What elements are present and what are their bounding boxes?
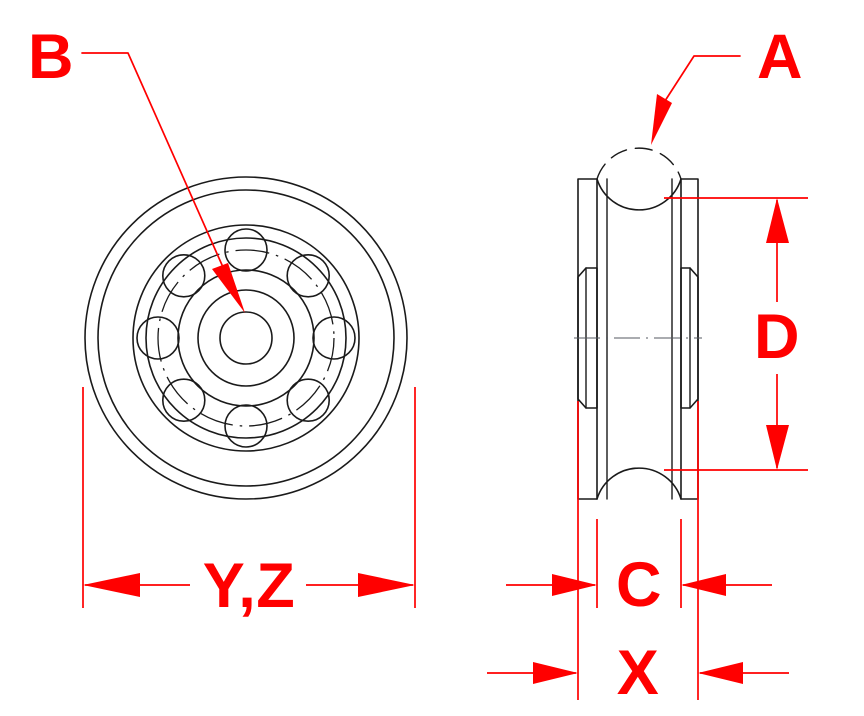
ball-8 — [162, 253, 206, 298]
callout-b-arrowhead — [212, 263, 245, 313]
dimension-x-arrow-right — [698, 662, 743, 684]
callout-b[interactable]: B — [28, 22, 245, 313]
ball-1 — [224, 228, 268, 272]
dimension-d[interactable]: D — [664, 197, 808, 471]
callout-b-leader-line — [81, 52, 235, 293]
dimension-yz[interactable]: Y,Z — [82, 387, 416, 621]
dimension-d-arrow-top — [766, 198, 789, 243]
dimension-label-d: D — [754, 302, 800, 372]
ball-6 — [162, 378, 206, 423]
dimension-c-arrow-right — [681, 574, 726, 596]
side-bottom-groove-arc — [596, 467, 682, 500]
dimension-yz-arrow-left — [83, 573, 140, 597]
callout-a-arrowhead — [651, 94, 672, 145]
callout-label-b: B — [28, 22, 74, 92]
front-outer-flange-circle — [84, 176, 408, 500]
front-inner-race-outer-circle — [177, 269, 315, 407]
front-view — [84, 176, 408, 500]
callout-a-leader-line — [662, 55, 741, 105]
dimension-label-c: C — [616, 550, 662, 620]
front-outer-race-outer-circle — [132, 224, 360, 452]
front-outer-race-inner-circle — [145, 237, 347, 439]
side-top-groove-arc — [596, 178, 682, 211]
front-inner-race-inner-circle — [197, 289, 295, 387]
side-left-flange — [577, 178, 598, 500]
ball-7 — [136, 316, 180, 360]
front-ball-set — [136, 228, 356, 448]
dimension-x-arrow-left — [533, 662, 578, 684]
dimension-label-x: X — [617, 638, 660, 708]
dimension-yz-arrow-right — [358, 573, 415, 597]
front-outer-rim-circle — [97, 189, 395, 487]
dimension-x[interactable]: X — [487, 401, 789, 708]
front-center-bore-circle — [219, 311, 273, 365]
ball-5 — [224, 404, 268, 448]
ball-2 — [286, 253, 331, 298]
callout-label-a: A — [757, 22, 803, 92]
ball-4 — [286, 378, 331, 423]
dimension-label-yz: Y,Z — [203, 551, 296, 621]
dimension-c[interactable]: C — [506, 519, 772, 620]
side-view — [574, 147, 702, 500]
dimension-c-arrow-left — [552, 574, 597, 596]
front-pitch-circle — [157, 249, 335, 427]
side-top-groove-phantom-arc — [596, 147, 682, 180]
annotation-layer: B A Y,Z — [28, 22, 808, 708]
dimension-d-arrow-bottom — [766, 425, 789, 470]
callout-a[interactable]: A — [651, 22, 803, 145]
ball-3 — [312, 316, 356, 360]
